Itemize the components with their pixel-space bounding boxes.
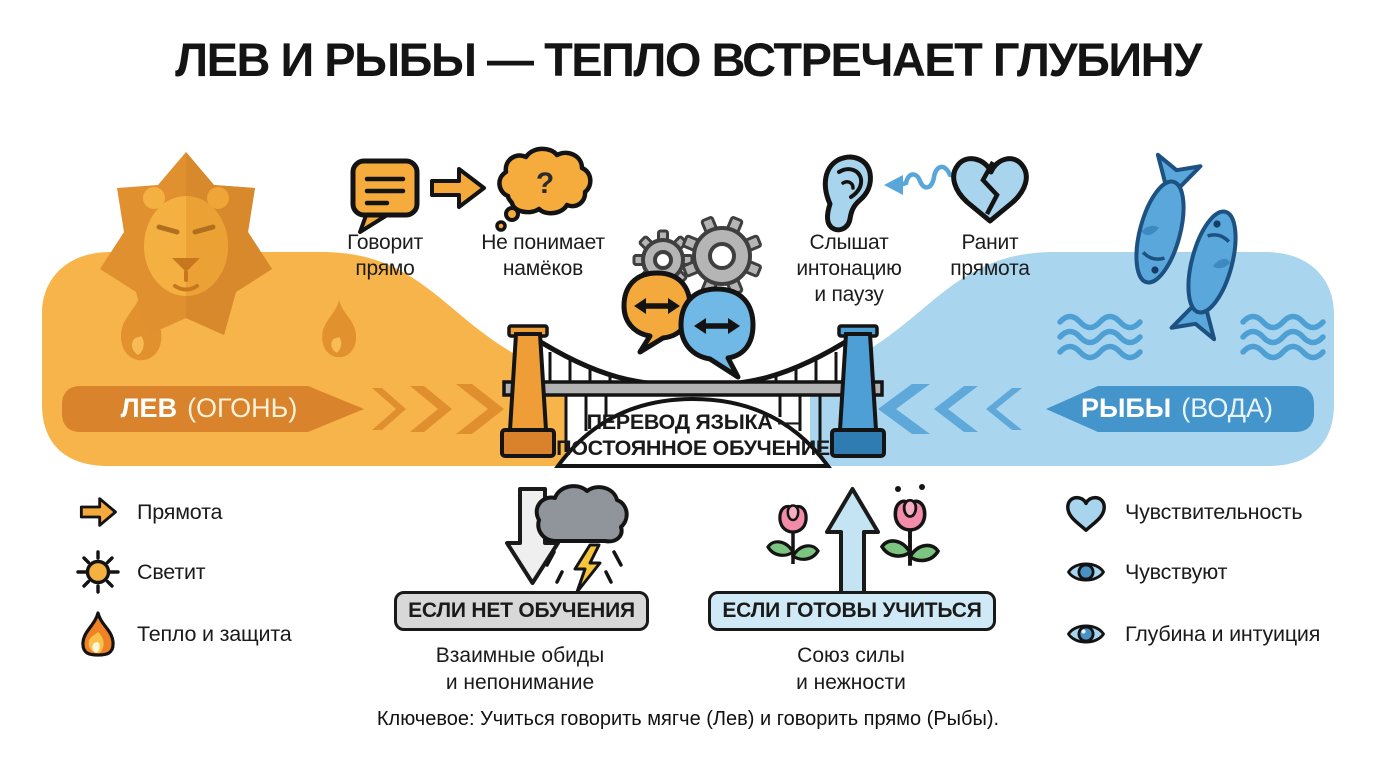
arrow-right-icon: [74, 488, 122, 536]
leo-lion-illustration: [100, 152, 272, 335]
leo-chevrons-icon: [372, 384, 504, 434]
leo-quality-warmth: Тепло и защита: [74, 610, 292, 658]
pisces-band-element: (ВОДА): [1181, 393, 1274, 423]
flame-icon: [74, 610, 122, 658]
leo-quality-directness: Прямота: [74, 488, 222, 536]
water-waves-icon: [1057, 313, 1326, 361]
no-learning-result-line2: и непонимание: [445, 671, 595, 694]
pisces-band-label: РЫБЫ (ВОДА): [1040, 385, 1314, 432]
gears-icon: [632, 216, 762, 296]
upward-arrow-icon: [825, 487, 880, 595]
question-mark: ?: [536, 167, 554, 200]
leo-fire-blob: [42, 252, 566, 466]
heart-icon: [1062, 488, 1110, 536]
no-learning-result-line1: Взаимные обиды: [435, 644, 605, 667]
bridge-label-line1: ПЕРЕВОД ЯЗЫКА —: [586, 410, 800, 434]
ready-to-learn-result-line2: и нежности: [796, 671, 906, 694]
leo-band-element: (ОГОНЬ): [187, 393, 298, 423]
sun-icon: [74, 548, 122, 596]
leo-band-label: ЛЕВ (ОГОНЬ): [62, 385, 356, 432]
sound-wave-arrow-icon: [884, 164, 953, 195]
eye-icon: [1062, 548, 1110, 596]
legend-label: Тепло и защита: [137, 621, 292, 646]
legend-label: Прямота: [137, 499, 223, 524]
legend-label: Чувствуют: [1125, 559, 1228, 584]
leo-trait-speaks-directly: Говорит прямо: [347, 231, 423, 280]
thought-cloud-question-icon: ?: [495, 146, 593, 232]
eye-icon: [1062, 610, 1110, 658]
ready-to-learn-box: ЕСЛИ ГОТОВЫ УЧИТЬСЯ: [708, 591, 996, 631]
pisces-chevrons-icon: [878, 384, 1022, 434]
pisces-quality-feel: Чувствуют: [1062, 548, 1227, 596]
chat-bubble-icon: [350, 158, 420, 234]
leo-band: [62, 384, 504, 434]
block-arrow-right-icon: [430, 167, 486, 209]
legend-label: Светит: [137, 559, 206, 584]
leo-quality-shines: Светит: [74, 548, 206, 596]
legend-label: Чувствительность: [1125, 499, 1303, 524]
pisces-trait-hears-intonation: Слышат интонацию и паузу: [796, 231, 902, 306]
ready-to-learn-result: Союз силы и нежности: [707, 642, 995, 696]
key-takeaway: Ключевое: Учиться говорить мягче (Лев) и…: [376, 708, 1000, 730]
pisces-fish-illustration: [1134, 152, 1238, 342]
broken-heart-icon: [951, 156, 1029, 224]
flame-decor-icon: [120, 292, 357, 361]
bridge-illustration: [500, 324, 886, 468]
leo-trait-misses-hints: Не понимает намёков: [481, 231, 605, 280]
leo-band-name: ЛЕВ: [120, 393, 178, 423]
bridge-label-line2: ПОСТОЯННОЕ ОБУЧЕНИЕ: [556, 436, 830, 460]
pisces-band: [878, 384, 1314, 434]
translation-bubbles-icon: [621, 270, 756, 380]
bridge-label: ПЕРЕВОД ЯЗЫКА — ПОСТОЯННОЕ ОБУЧЕНИЕ: [543, 409, 843, 461]
no-learning-box: ЕСЛИ НЕТ ОБУЧЕНИЯ: [394, 591, 649, 631]
pisces-trait-hurt-by-bluntness: Ранит прямота: [950, 231, 1030, 280]
ready-to-learn-result-line1: Союз силы: [797, 644, 905, 667]
legend-label: Глубина и интуиция: [1125, 621, 1321, 646]
ear-icon: [822, 154, 873, 233]
pisces-quality-sensitivity: Чувствительность: [1062, 488, 1303, 536]
pisces-quality-depth: Глубина и интуиция: [1062, 610, 1320, 658]
page-title: ЛЕВ И РЫБЫ — ТЕПЛО ВСТРЕЧАЕТ ГЛУБИНУ: [175, 33, 1202, 86]
no-learning-result: Взаимные обиды и непонимание: [392, 642, 648, 696]
storm-cloud-icon: [534, 484, 629, 594]
pisces-band-name: РЫБЫ: [1080, 393, 1172, 423]
tulip-flowers-icon: [766, 484, 941, 566]
